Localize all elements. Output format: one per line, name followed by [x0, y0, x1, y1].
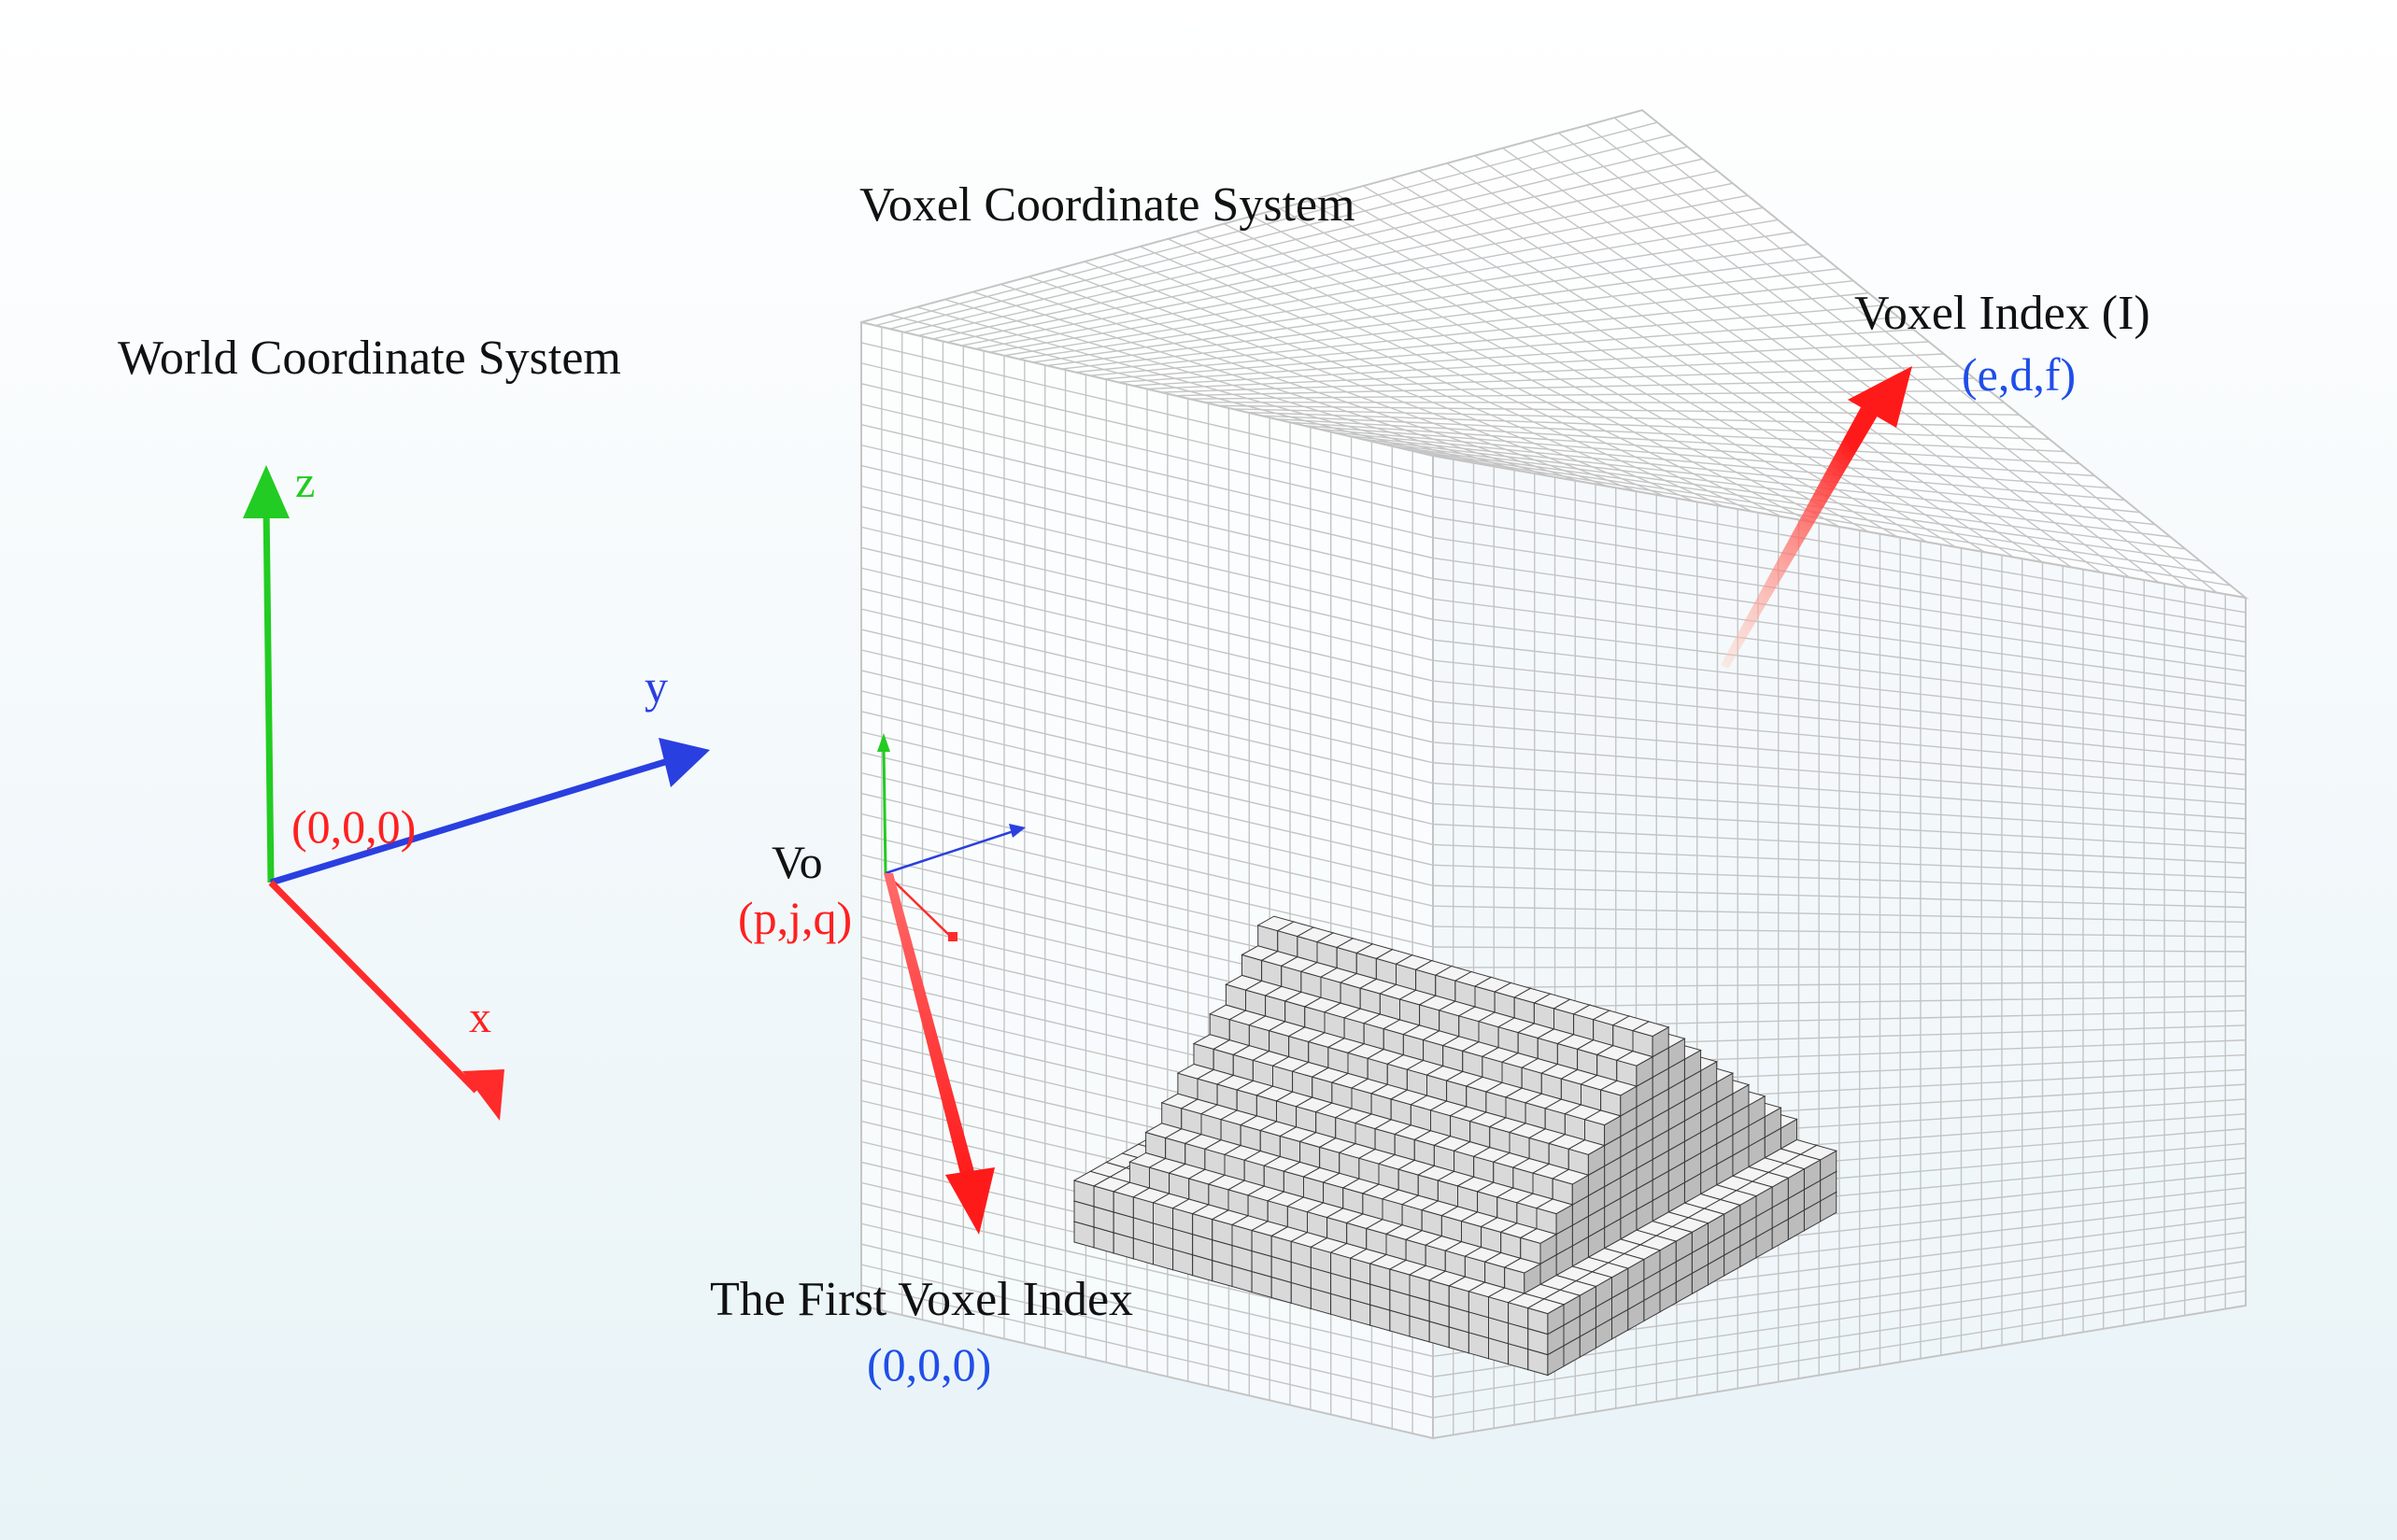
first-voxel-arrow: [884, 873, 995, 1235]
voxel-index-arrowhead: [1848, 366, 1912, 428]
vo-y-axis-line: [885, 829, 1014, 875]
world-z-axis-line: [262, 503, 275, 883]
voxel-index-arrow: [1721, 366, 1912, 669]
world-x-label: x: [469, 993, 491, 1042]
grid-lines: [860, 109, 2247, 1439]
world-origin-label: (0,0,0): [291, 800, 416, 853]
voxel-index-coords: (e,d,f): [1962, 348, 2076, 401]
voxel-system-title: Voxel Coordinate System: [859, 178, 1355, 232]
voxel-index-arrow-shaft: [1721, 407, 1878, 669]
labels: World Coordinate System z y x (0,0,0) Vo…: [118, 178, 2150, 1391]
world-title: World Coordinate System: [118, 332, 621, 385]
voxel-origin-name: Vo: [772, 836, 823, 888]
voxel-origin-axes: [877, 733, 1026, 941]
first-voxel-title: The First Voxel Index: [710, 1273, 1133, 1326]
first-voxel-arrowhead: [945, 1167, 995, 1235]
vo-z-axis-line: [882, 746, 887, 874]
vo-x-axis-tip: [948, 932, 957, 941]
vo-y-arrowhead: [1009, 824, 1026, 838]
world-z-arrowhead: [243, 465, 290, 518]
voxel-index-title: Voxel Index (I): [1854, 287, 2150, 340]
voxel-origin-coords: (p,j,q): [738, 892, 852, 944]
vo-x-axis-line: [885, 872, 954, 940]
vo-z-arrowhead: [877, 733, 890, 752]
voxel-object: [1072, 915, 1838, 1377]
world-y-axis-line: [269, 757, 670, 886]
first-voxel-arrow-shaft: [884, 873, 976, 1181]
world-axes: [243, 465, 710, 1121]
world-y-arrowhead: [659, 738, 710, 787]
world-z-label: z: [295, 458, 315, 507]
world-x-arrowhead: [462, 1069, 504, 1121]
world-y-label: y: [645, 660, 668, 713]
world-x-axis-line: [268, 880, 479, 1094]
first-voxel-coords: (0,0,0): [867, 1338, 991, 1391]
